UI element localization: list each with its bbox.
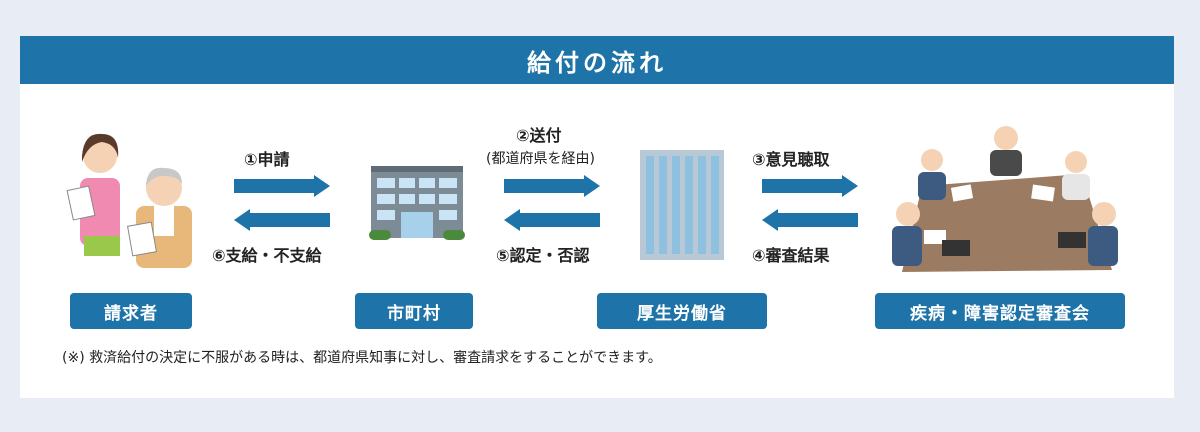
municipality-building-illustration <box>369 166 465 240</box>
page-title: 給付の流れ <box>20 36 1174 84</box>
arrows-claimant-municipality <box>234 175 330 231</box>
node-label-municipality: 市町村 <box>355 293 473 329</box>
step-5-label: ⑤認定・否認 <box>496 246 590 265</box>
ministry-building-illustration <box>640 150 724 260</box>
council-meeting-illustration <box>892 126 1118 272</box>
arrows-ministry-council <box>762 175 858 231</box>
node-label-ministry: 厚生労働省 <box>597 293 767 329</box>
step-1-label: ①申請 <box>244 150 290 169</box>
arrows-municipality-ministry <box>504 175 600 231</box>
step-2-sublabel: (都道府県を経由) <box>486 151 595 167</box>
footnote: (※) 救済給付の決定に不服がある時は、都道府県知事に対し、審査請求をすることが… <box>62 350 662 366</box>
step-4-label: ④審査結果 <box>752 246 830 265</box>
step-2-label: ②送付 <box>516 126 562 145</box>
step-6-label: ⑥支給・不支給 <box>212 246 322 265</box>
claimant-illustration <box>66 133 192 268</box>
node-label-claimant: 請求者 <box>70 293 192 329</box>
node-label-council: 疾病・障害認定審査会 <box>875 293 1125 329</box>
step-3-label: ③意見聴取 <box>752 150 830 169</box>
